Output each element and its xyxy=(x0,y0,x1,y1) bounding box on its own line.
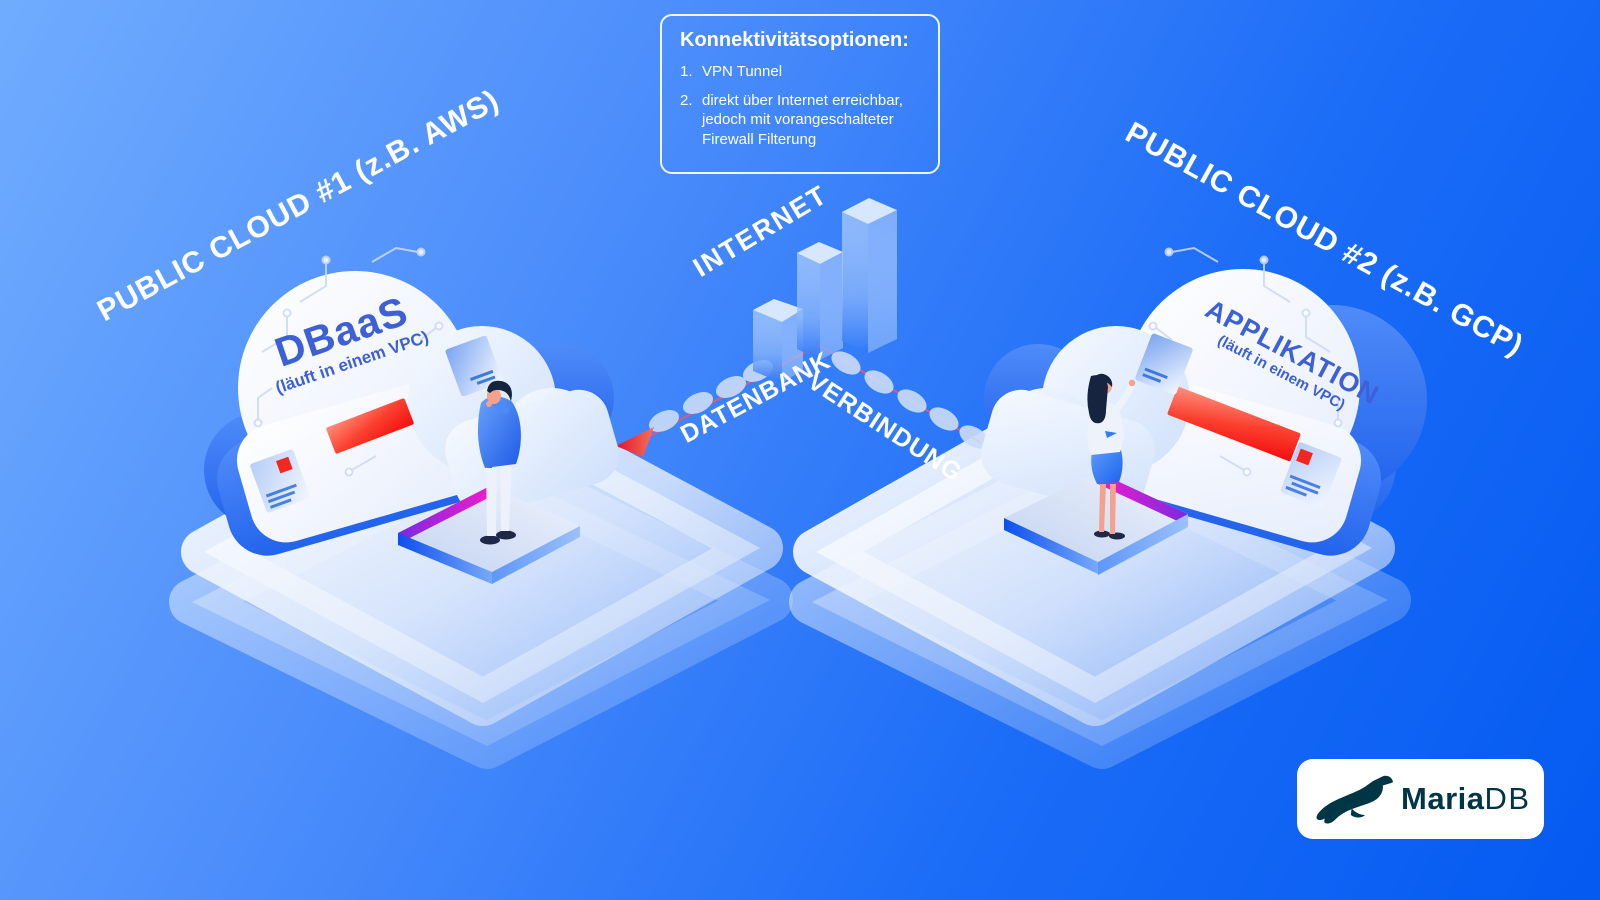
option-1-number: 1. xyxy=(680,63,693,80)
bar-tall xyxy=(842,198,897,353)
left-red-bar xyxy=(326,398,414,454)
circuit-traces-left xyxy=(253,246,444,477)
right-blue-square xyxy=(1135,333,1193,395)
option-2-number: 2. xyxy=(680,91,693,109)
mariadb-word-regular: DB xyxy=(1484,781,1531,816)
circuit-traces-right xyxy=(1148,246,1343,477)
options-title: Konnektivitätsoptionen: xyxy=(680,29,909,51)
option-item-1: 1. VPN Tunnel xyxy=(680,62,920,82)
internet-bars xyxy=(753,198,897,383)
bar-medium xyxy=(797,242,843,360)
right-card xyxy=(1280,442,1342,508)
mariadb-logo: MariaDB xyxy=(1297,759,1544,839)
option-item-2: 2. direkt über Internet erreichbar, jedo… xyxy=(680,91,920,150)
left-blue-square xyxy=(445,335,503,397)
mariadb-word-bold: Maria xyxy=(1401,781,1485,816)
mariadb-seal-icon xyxy=(1316,775,1394,824)
mariadb-wordmark: MariaDB xyxy=(1401,781,1531,817)
left-cloud xyxy=(204,246,619,556)
option-1-text: VPN Tunnel xyxy=(702,63,783,80)
arrow-head-icon xyxy=(616,427,654,457)
option-2-text: direkt über Internet erreichbar, jedoch … xyxy=(702,91,903,148)
man-figure xyxy=(477,380,521,545)
right-podium xyxy=(1004,472,1188,575)
connectivity-options-panel: Konnektivitätsoptionen: 1. VPN Tunnel 2.… xyxy=(660,14,940,174)
left-card xyxy=(250,449,310,513)
right-red-bar xyxy=(1167,386,1301,462)
woman-figure xyxy=(1087,373,1136,540)
